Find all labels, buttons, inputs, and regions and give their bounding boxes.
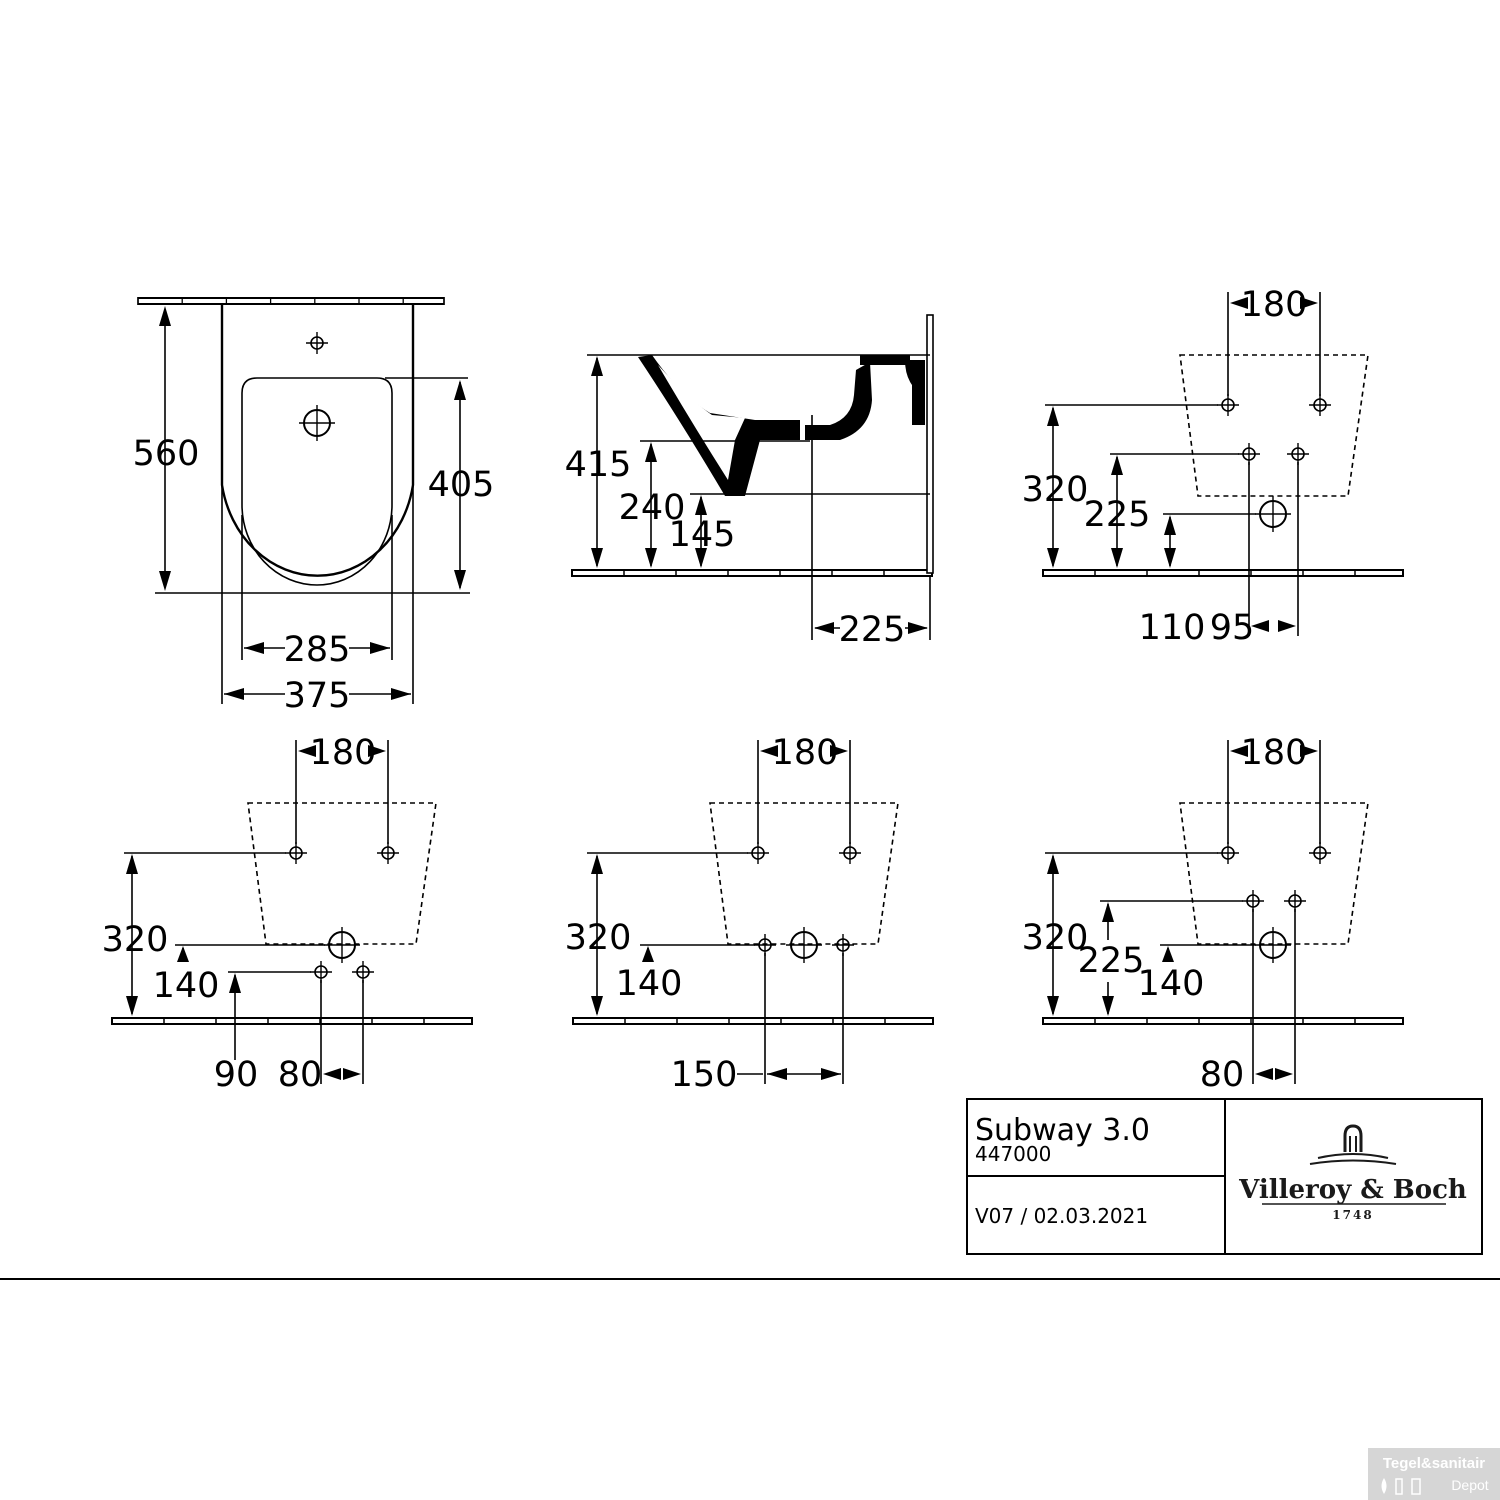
drop-icon <box>1381 1478 1387 1494</box>
dim-320: 320 <box>1022 918 1089 958</box>
dim-140: 140 <box>616 964 683 1004</box>
watermark-line2: Depot <box>1451 1477 1488 1493</box>
dim-140: 140 <box>1138 964 1205 1004</box>
title-block: Subway 3.0 447000 V07 / 02.03.2021 Ville… <box>966 1098 1483 1255</box>
brand-name: Villeroy & Boch <box>1238 1175 1467 1205</box>
dim-95: 95 <box>1210 608 1255 648</box>
wall-view-1: 180 320 225 110 95 <box>1022 285 1404 648</box>
dim-180: 180 <box>1241 285 1308 325</box>
tap-icon <box>1411 1478 1421 1495</box>
dim-180: 180 <box>310 733 377 773</box>
dim-285: 285 <box>284 630 351 670</box>
wall-view-4: 180 320 225 140 80 <box>1022 733 1404 1095</box>
product-name: Subway 3.0 <box>975 1113 1150 1148</box>
dim-80: 80 <box>1200 1055 1245 1095</box>
dim-180: 180 <box>772 733 839 773</box>
dim-150: 150 <box>671 1055 738 1095</box>
dim-140: 140 <box>153 966 220 1006</box>
dim-180: 180 <box>1241 733 1308 773</box>
wall-view-3: 180 320 140 150 <box>565 733 934 1095</box>
brand-logo: Villeroy & Boch 1748 <box>1238 1124 1467 1222</box>
dim-320: 320 <box>1022 470 1089 510</box>
dim-90: 90 <box>214 1055 259 1095</box>
dim-80: 80 <box>278 1055 323 1095</box>
top-view: 560 405 285 375 <box>133 297 495 716</box>
dim-240: 240 <box>619 488 686 528</box>
watermark: Tegel&sanitair Depot <box>1368 1448 1500 1500</box>
dim-145: 145 <box>669 515 736 555</box>
version-date: V07 / 02.03.2021 <box>975 1204 1148 1228</box>
dim-415: 415 <box>565 445 632 485</box>
dim-320: 320 <box>102 920 169 960</box>
dim-225: 225 <box>1084 495 1151 535</box>
dim-225-depth: 225 <box>839 610 906 650</box>
dim-225: 225 <box>1078 941 1145 981</box>
watermark-line1: Tegel&sanitair <box>1383 1455 1485 1472</box>
dim-110: 110 <box>1139 608 1206 648</box>
side-view: 415 240 145 225 <box>565 314 934 650</box>
dim-405: 405 <box>428 465 495 505</box>
tile-icon <box>1395 1478 1403 1495</box>
dim-560: 560 <box>133 434 200 474</box>
dim-375: 375 <box>284 676 351 716</box>
wall-view-2: 180 320 140 90 80 <box>102 733 473 1095</box>
article-number: 447000 <box>975 1142 1051 1166</box>
dim-320: 320 <box>565 918 632 958</box>
brand-year: 1748 <box>1332 1208 1373 1222</box>
